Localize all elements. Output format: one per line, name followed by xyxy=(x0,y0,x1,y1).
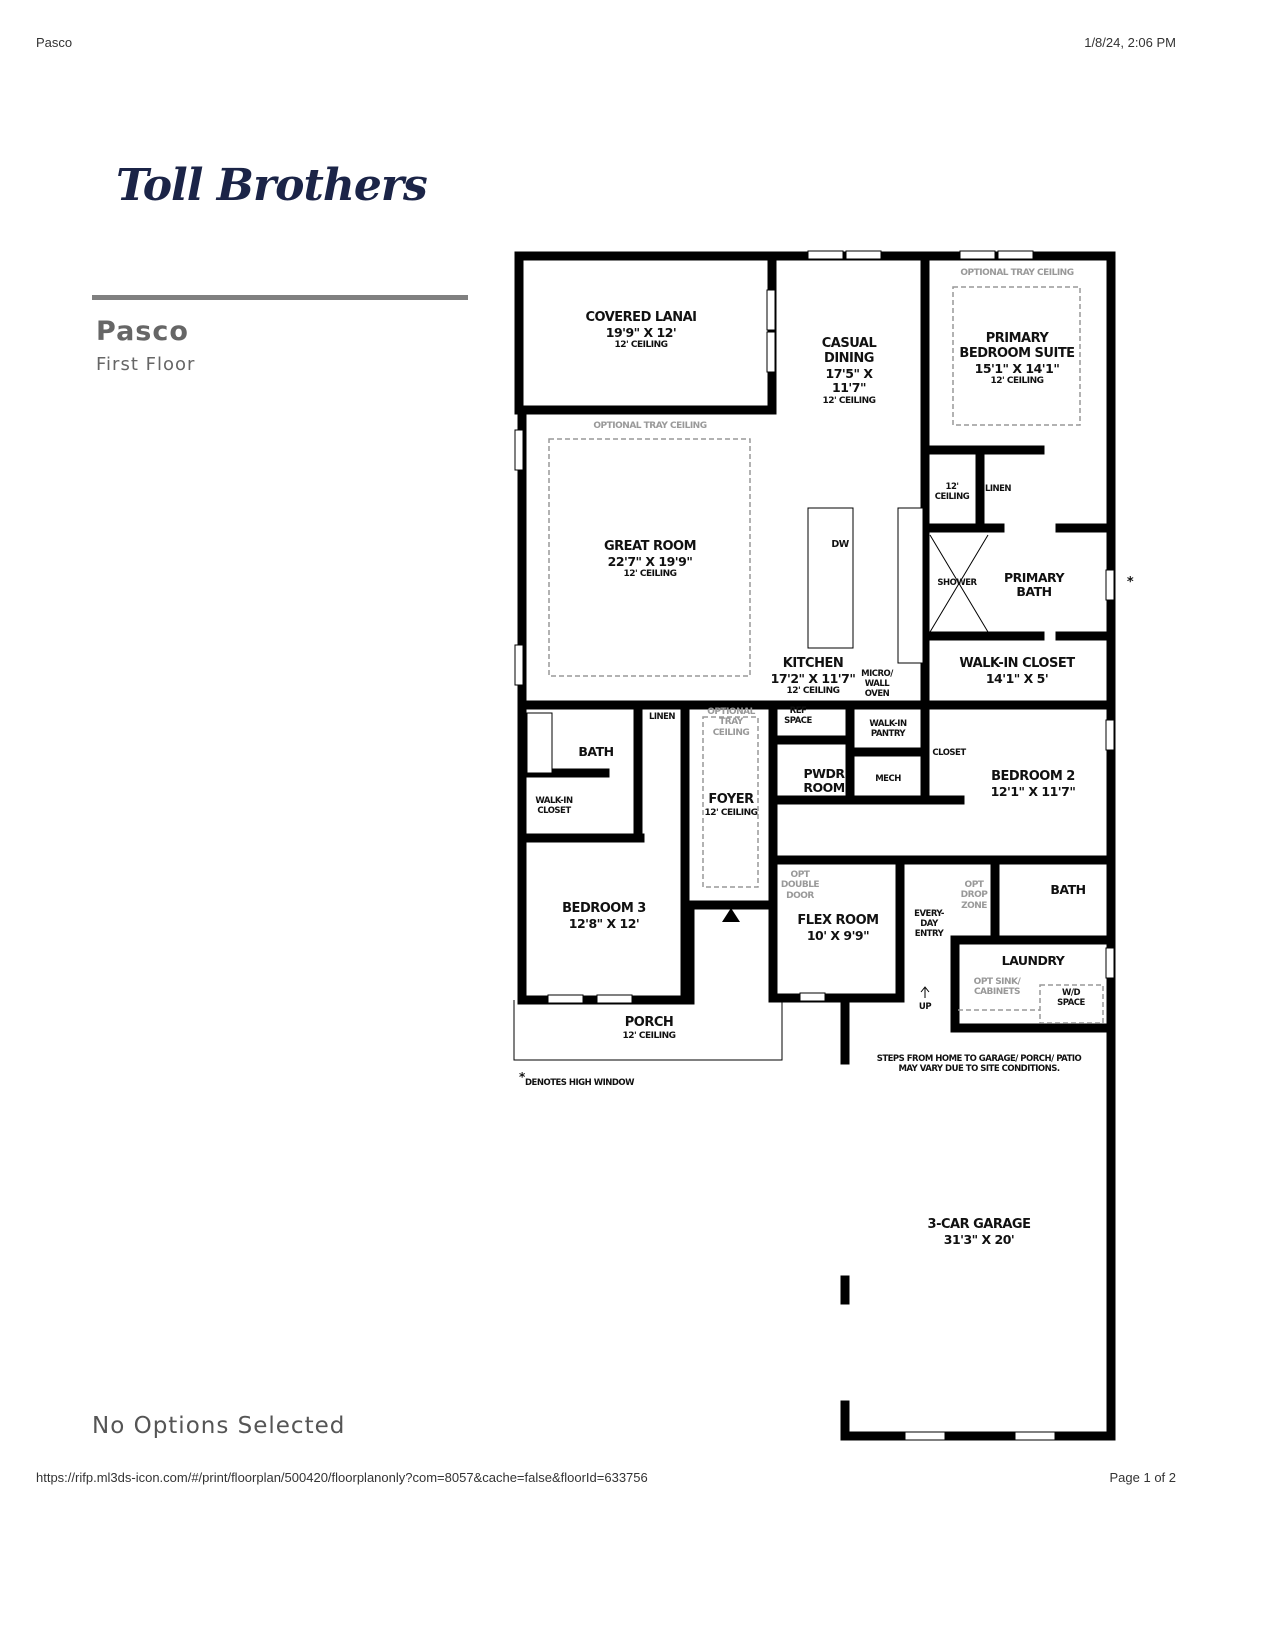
toll-brothers-logo: Toll Brothers xyxy=(116,160,428,211)
great-tray-ceiling-label: OPTIONAL TRAY CEILING xyxy=(593,421,707,431)
ref-space-label: REF SPACE xyxy=(784,706,812,726)
opt-sink-cabinets-label: OPT SINK/ CABINETS xyxy=(973,977,1021,998)
print-header-title: Pasco xyxy=(36,35,73,50)
steps-note: STEPS FROM HOME TO GARAGE/ PORCH/ PATIO … xyxy=(876,1054,1082,1074)
high-window-marker: * xyxy=(1126,575,1134,590)
room-bath-2: BATH xyxy=(1050,882,1086,897)
shower-label: SHOWER xyxy=(937,578,977,588)
closet-label: CLOSET xyxy=(932,748,966,758)
foyer-tray-ceiling-label: OPTIONAL TRAY CEILING xyxy=(707,707,755,738)
high-window-note: DENOTES HIGH WINDOW xyxy=(525,1078,635,1088)
room-primary-bath: PRIMARY BATH xyxy=(1003,570,1065,600)
up-stairs-label: UP xyxy=(918,1002,932,1012)
print-footer-url: https://rifp.ml3ds-icon.com/#/print/floo… xyxy=(36,1470,648,1485)
room-powder: PWDR ROOM xyxy=(803,766,845,796)
floor-name: First Floor xyxy=(96,354,196,375)
walk-in-closet-3-label: WALK-IN CLOSET xyxy=(535,796,573,816)
hall-ceiling-label: 12' CEILING xyxy=(934,482,970,502)
primary-tray-ceiling-label: OPTIONAL TRAY CEILING xyxy=(960,268,1074,278)
wd-space-label: W/D SPACE xyxy=(1057,988,1085,1008)
high-window-legend-marker: * xyxy=(519,1070,525,1084)
print-header-datetime: 1/8/24, 2:06 PM xyxy=(1084,35,1176,50)
everyday-entry-label: EVERY- DAY ENTRY xyxy=(914,909,944,939)
opt-double-door-label: OPT DOUBLE DOOR xyxy=(780,870,820,901)
linen-primary-label: LINEN xyxy=(984,484,1012,494)
print-footer-page: Page 1 of 2 xyxy=(1109,1470,1177,1485)
options-status: No Options Selected xyxy=(92,1413,346,1439)
opt-drop-zone-label: OPT DROP ZONE xyxy=(960,880,988,911)
mech-label: MECH xyxy=(875,774,901,784)
walk-in-pantry-label: WALK-IN PANTRY xyxy=(869,719,907,739)
micro-wall-oven-label: MICRO/ WALL OVEN xyxy=(861,669,893,699)
linen-3-label: LINEN xyxy=(648,712,676,722)
plan-name: Pasco xyxy=(96,316,189,347)
room-laundry: LAUNDRY xyxy=(1001,953,1065,968)
room-bath-3: BATH xyxy=(578,744,614,759)
dishwasher-label: DW xyxy=(831,539,849,550)
divider xyxy=(92,295,468,300)
